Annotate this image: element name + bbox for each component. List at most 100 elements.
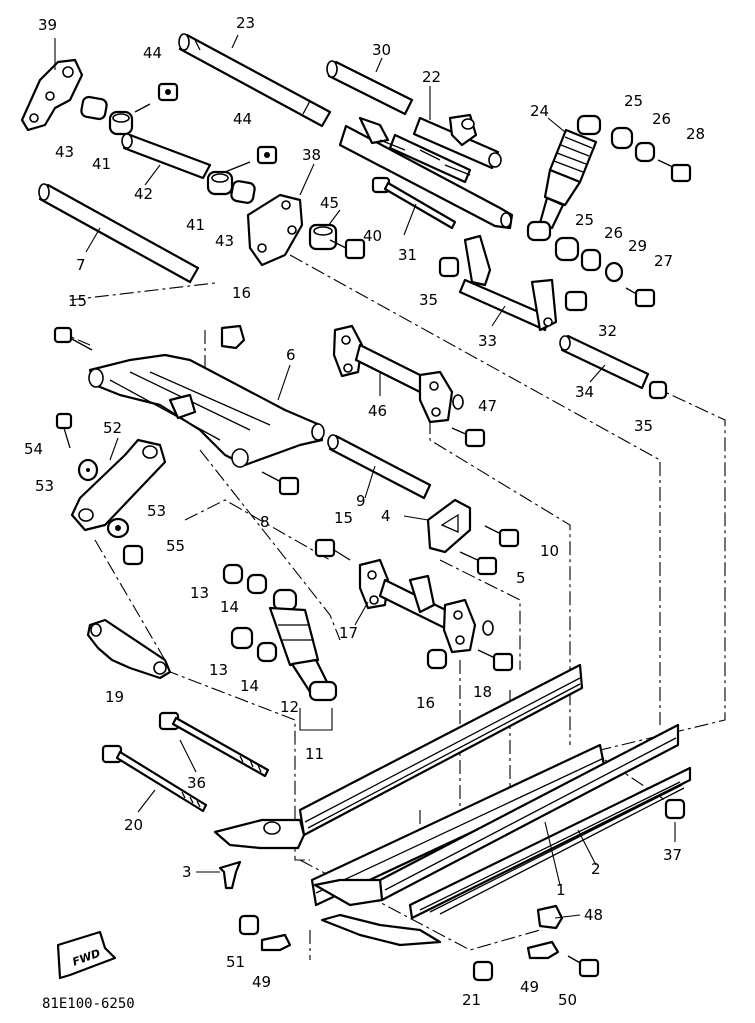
part-2-slide-rail xyxy=(313,723,692,920)
callout-12: 12 xyxy=(280,698,299,716)
part-38-plate xyxy=(246,193,304,267)
callout-55: 55 xyxy=(166,537,185,555)
callout-4: 4 xyxy=(381,507,391,525)
part-21-nut xyxy=(472,960,494,982)
callout-3: 3 xyxy=(182,863,192,881)
callout-51: 51 xyxy=(226,953,245,971)
part-42-tube xyxy=(121,133,212,180)
part-27-bolt xyxy=(625,287,656,308)
callout-36: 36 xyxy=(187,774,206,792)
callout-labels: 39 23 44 30 22 25 24 26 28 44 43 41 38 4… xyxy=(24,14,705,1012)
callout-37: 37 xyxy=(663,846,682,864)
callout-24: 24 xyxy=(530,102,549,120)
callout-22: 22 xyxy=(422,68,441,86)
part-52-link xyxy=(70,438,167,532)
callout-53-2: 53 xyxy=(147,502,166,520)
part-7-shaft xyxy=(38,183,200,284)
callout-30: 30 xyxy=(372,41,391,59)
part-54-bolt xyxy=(55,412,73,449)
callout-13-2: 13 xyxy=(209,661,228,679)
fwd-arrow-icon: FWD xyxy=(56,930,117,980)
leader-lines xyxy=(54,34,676,919)
callout-19: 19 xyxy=(105,688,124,706)
part-35-nut-2 xyxy=(648,380,668,400)
part-5-bolt xyxy=(459,551,498,576)
part-44-nut-2 xyxy=(256,145,278,165)
part-13-collar-2 xyxy=(230,626,254,650)
callout-53: 53 xyxy=(35,477,54,495)
callout-34: 34 xyxy=(575,383,594,401)
part-50-bolt xyxy=(567,955,600,978)
callout-26-2: 26 xyxy=(604,224,623,242)
part-1-slide-rail xyxy=(213,663,607,947)
callout-41-2: 41 xyxy=(186,216,205,234)
part-4-bracket xyxy=(426,498,472,554)
callout-49-2: 49 xyxy=(520,978,539,996)
part-40-bolt xyxy=(329,238,366,260)
part-41-bushing xyxy=(108,110,134,136)
callout-27: 27 xyxy=(654,252,673,270)
part-26-washer-2 xyxy=(580,248,602,272)
callout-35-2: 35 xyxy=(634,417,653,435)
part-53-washer-2 xyxy=(106,517,130,539)
part-15-bolt xyxy=(53,326,93,351)
part-41-bushing-2 xyxy=(206,170,234,196)
part-36-bolt xyxy=(158,711,270,778)
callout-17: 17 xyxy=(339,624,358,642)
callout-50: 50 xyxy=(558,991,577,1009)
part-26-washer xyxy=(634,141,656,163)
part-44-nut xyxy=(157,82,179,102)
callout-2: 2 xyxy=(591,860,601,878)
callout-11: 11 xyxy=(305,745,324,763)
callout-5: 5 xyxy=(516,569,526,587)
part-3-screw xyxy=(218,860,242,890)
part-16-nut xyxy=(220,324,246,350)
callout-42: 42 xyxy=(134,185,153,203)
part-33-arm xyxy=(458,234,558,332)
part-29-washer xyxy=(604,261,624,283)
part-25-collar-2 xyxy=(554,236,580,262)
callout-6: 6 xyxy=(286,346,296,364)
part-31-bolt xyxy=(371,176,457,230)
part-32-nut xyxy=(564,290,588,312)
part-25-collar xyxy=(610,126,634,150)
callout-23: 23 xyxy=(236,14,255,32)
part-16-nut-2 xyxy=(426,648,448,670)
part-24-shock xyxy=(526,114,602,242)
part-34-shaft xyxy=(559,334,650,390)
callout-28: 28 xyxy=(686,125,705,143)
part-8-bolt xyxy=(261,471,300,496)
callout-1: 1 xyxy=(556,881,566,899)
part-23-shaft xyxy=(178,33,332,128)
part-28-bolt xyxy=(657,159,692,183)
callout-40: 40 xyxy=(363,227,382,245)
callout-44: 44 xyxy=(143,44,162,62)
part-14-collar xyxy=(246,573,268,595)
part-37-nut xyxy=(664,798,686,820)
part-code: 81E100-6250 xyxy=(42,996,135,1012)
callout-54: 54 xyxy=(24,440,43,458)
callout-26: 26 xyxy=(652,110,671,128)
callout-47: 47 xyxy=(478,397,497,415)
callout-43-2: 43 xyxy=(215,232,234,250)
callout-9: 9 xyxy=(356,492,366,510)
callout-13: 13 xyxy=(190,584,209,602)
part-47-bolt xyxy=(451,427,486,448)
callout-21: 21 xyxy=(462,991,481,1009)
part-9-shaft xyxy=(327,434,432,500)
callout-43: 43 xyxy=(55,143,74,161)
part-43-collar xyxy=(80,95,108,121)
part-48-clip xyxy=(536,904,564,930)
callout-25-2: 25 xyxy=(575,211,594,229)
part-15-bolt-2 xyxy=(314,538,351,561)
callout-16-2: 16 xyxy=(416,694,435,712)
part-43-collar-2 xyxy=(230,180,256,204)
callout-16: 16 xyxy=(232,284,251,302)
part-49-clip-2 xyxy=(526,940,560,960)
callout-20: 20 xyxy=(124,816,143,834)
part-13-collar xyxy=(222,563,244,585)
callout-49: 49 xyxy=(252,973,271,991)
part-17-crossbar xyxy=(358,558,494,654)
